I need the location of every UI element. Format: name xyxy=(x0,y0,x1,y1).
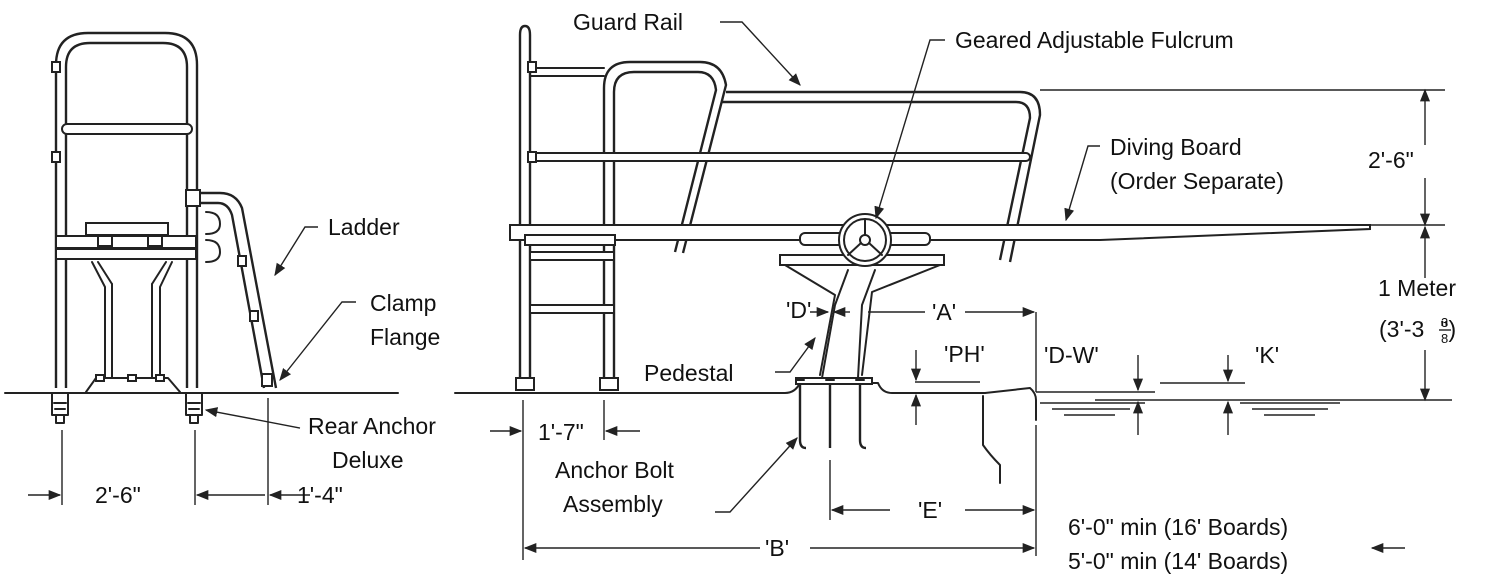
d-dim: 'D' xyxy=(786,297,811,323)
min-14-dim: 5'-0" min (14' Boards) xyxy=(1068,548,1288,574)
side-pedestal xyxy=(784,264,941,376)
ladder-tread xyxy=(529,304,615,314)
rear-anchor-leader xyxy=(204,407,301,429)
flange-label: Flange xyxy=(370,324,440,350)
text-labels: Guard Rail Geared Adjustable Fulcrum Div… xyxy=(95,9,1456,574)
ladder-tread xyxy=(529,251,615,261)
leader-lines xyxy=(204,21,1100,513)
anchor-bolt-assembly-label: Assembly xyxy=(563,491,663,517)
front-view xyxy=(4,31,399,424)
anchor-bolt-assembly xyxy=(795,379,867,450)
pedestal-leader xyxy=(775,336,816,373)
e-dim: 'E' xyxy=(918,497,942,523)
clamp-label: Clamp xyxy=(370,290,436,316)
front-guard-rail xyxy=(54,31,199,388)
front-platform xyxy=(55,235,197,249)
dimension-lines xyxy=(28,88,1452,560)
rail-height-dim: 2'-6" xyxy=(1368,147,1414,173)
diving-board xyxy=(509,224,1371,241)
meter-imperial-dim: (3'-3") xyxy=(1379,316,1456,342)
guard-rail-leader xyxy=(720,21,801,86)
diving-board-label: Diving Board xyxy=(1110,134,1242,160)
fulcrum-leader xyxy=(874,39,945,220)
ladder-label: Ladder xyxy=(328,214,400,240)
ladder-offset-dim: 1'-4" xyxy=(297,482,343,508)
front-pedestal xyxy=(91,261,173,379)
guard-rail-label: Guard Rail xyxy=(573,9,683,35)
pedestal-label: Pedestal xyxy=(644,360,734,386)
side-ladder-rail xyxy=(518,24,532,390)
front-fulcrum-top xyxy=(85,222,169,236)
front-anchor-left xyxy=(51,392,69,416)
b-dim: 'B' xyxy=(765,535,789,561)
fulcrum-label: Geared Adjustable Fulcrum xyxy=(955,27,1234,53)
diving-board-note: (Order Separate) xyxy=(1110,168,1284,194)
pool-wall xyxy=(982,395,1001,484)
min-16-dim: 6'-0" min (16' Boards) xyxy=(1068,514,1288,540)
anchor-bolt-label: Anchor Bolt xyxy=(555,457,675,483)
anchor-bolt-leader xyxy=(715,437,798,513)
water-surface xyxy=(1040,402,1340,416)
front-ladder xyxy=(188,191,278,389)
meter-frac-num: 3 xyxy=(1441,315,1448,330)
side-guard-rail xyxy=(602,60,728,390)
side-view xyxy=(454,24,1371,484)
k-dim: 'K' xyxy=(1255,342,1279,368)
side-mid-rail xyxy=(529,152,1031,162)
a-dim: 'A' xyxy=(932,299,956,325)
meter-frac-den: 8 xyxy=(1441,331,1448,346)
front-width-dim: 2'-6" xyxy=(95,482,141,508)
meter-dim: 1 Meter xyxy=(1378,275,1456,301)
rear-anchor-label: Rear Anchor xyxy=(308,413,436,439)
rear-anchor-deluxe-label: Deluxe xyxy=(332,447,404,473)
ladder-leader xyxy=(274,226,318,277)
ph-dim: 'PH' xyxy=(944,341,985,367)
diving-board-leader xyxy=(1064,145,1100,222)
clamp-leader xyxy=(279,301,356,381)
pool-coping xyxy=(984,387,1037,421)
offset-dim: 1'-7" xyxy=(538,419,584,445)
dw-dim: 'D-W' xyxy=(1044,342,1099,368)
front-mid-rail xyxy=(61,123,193,135)
rear-anchor-deluxe xyxy=(185,392,203,416)
